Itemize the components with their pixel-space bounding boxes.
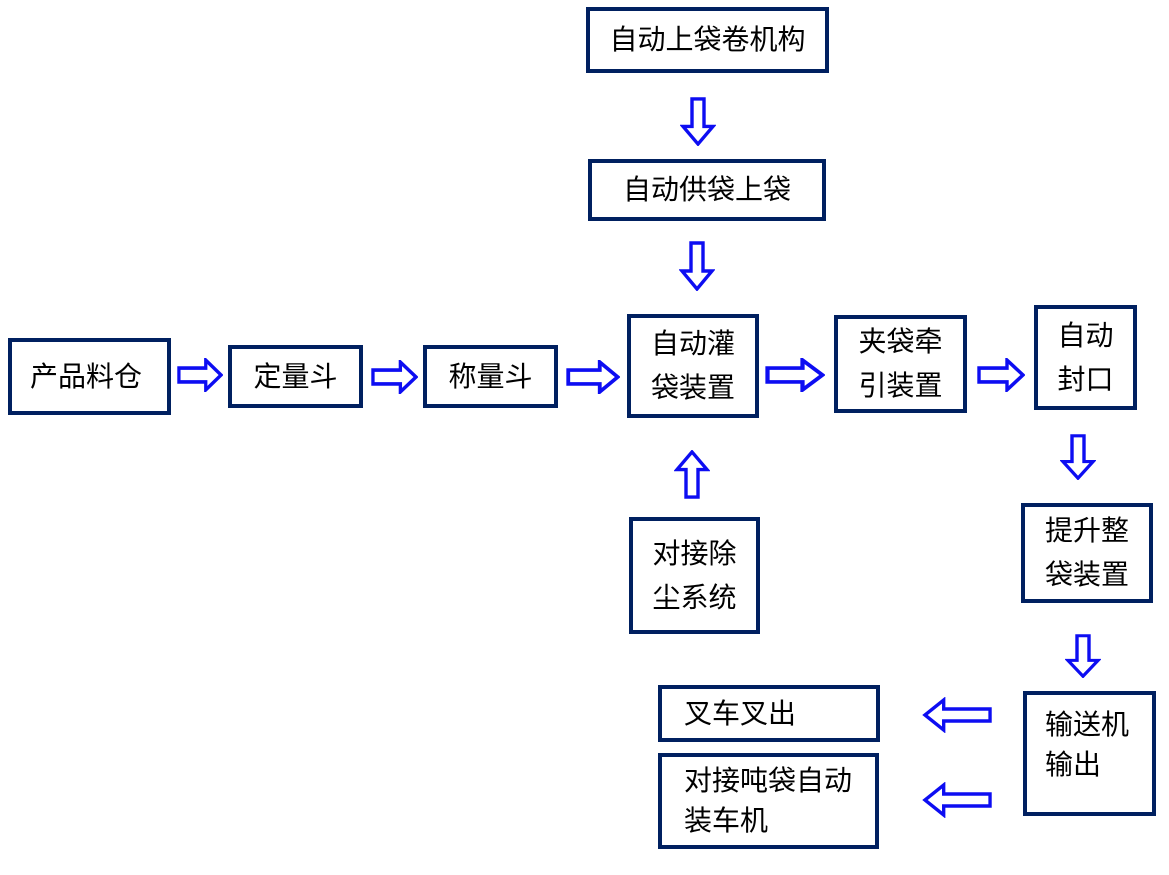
node-conveyor-output: 输送机 输出 <box>1023 691 1156 816</box>
node-label: 称量斗 <box>448 359 533 393</box>
node-bag-supply: 自动供袋上袋 <box>588 159 826 221</box>
node-label-line2: 袋装置 <box>1044 558 1129 591</box>
node-label-line2: 封口 <box>1057 362 1114 396</box>
arrow-right-icon <box>765 358 825 392</box>
arrow-down-icon <box>1060 434 1096 480</box>
node-dosing-hopper: 定量斗 <box>228 345 363 408</box>
node-product-silo: 产品料仓 <box>8 338 171 415</box>
node-label-line2: 引装置 <box>858 369 943 402</box>
node-ton-bag-truck-loader: 对接吨袋自动 装车机 <box>658 753 879 849</box>
node-bag-clamp-traction: 夹袋牵 引装置 <box>834 315 967 413</box>
node-label: 自动供袋上袋 <box>622 173 791 206</box>
arrow-down-icon <box>679 241 715 291</box>
node-label-line1: 提升整 <box>1044 514 1129 547</box>
node-label: 自动上袋卷机构 <box>609 23 806 56</box>
arrow-up-icon <box>674 450 710 499</box>
node-label-line1: 夹袋牵 <box>858 325 943 358</box>
arrow-left-icon <box>922 782 993 818</box>
node-auto-filling-device: 自动灌 袋装置 <box>627 314 759 418</box>
node-label-line1: 对接除 <box>652 536 737 570</box>
node-dust-removal-system: 对接除 尘系统 <box>629 517 760 634</box>
node-label-line2: 袋装置 <box>650 371 735 404</box>
node-bag-lifting-device: 提升整 袋装置 <box>1021 503 1153 603</box>
node-label: 产品料仓 <box>30 359 143 393</box>
arrow-down-icon <box>680 97 716 146</box>
arrow-down-icon <box>1065 634 1101 678</box>
node-label-line1: 输送机 <box>1045 708 1130 741</box>
node-bag-roll-mechanism: 自动上袋卷机构 <box>586 7 829 73</box>
node-label-line2: 装车机 <box>684 804 769 837</box>
arrow-right-icon <box>977 358 1025 392</box>
node-label-line2: 尘系统 <box>652 580 737 614</box>
node-label: 定量斗 <box>253 359 338 393</box>
node-label-line1: 自动灌 <box>650 327 735 360</box>
arrow-right-icon <box>371 360 418 394</box>
arrow-left-icon <box>922 697 993 733</box>
node-forklift-out: 叉车叉出 <box>658 685 880 742</box>
arrow-right-icon <box>566 360 620 394</box>
node-label-line2: 输出 <box>1045 748 1102 781</box>
node-weighing-hopper: 称量斗 <box>423 345 558 408</box>
arrow-right-icon <box>177 358 223 392</box>
node-label-line1: 对接吨袋自动 <box>684 764 853 797</box>
node-label-line1: 自动 <box>1057 318 1114 352</box>
node-auto-sealing: 自动 封口 <box>1034 305 1137 410</box>
node-label: 叉车叉出 <box>684 696 797 730</box>
